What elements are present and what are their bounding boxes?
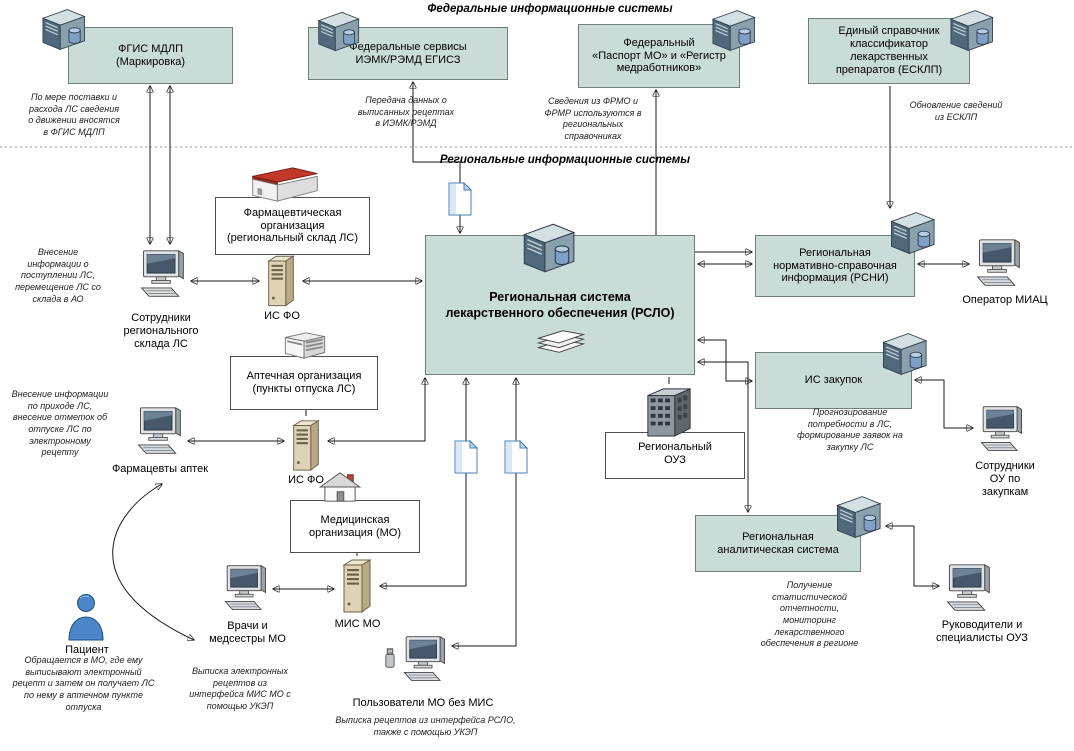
server-icon-rslo	[523, 223, 575, 273]
connector-rslo-analytics	[698, 362, 748, 512]
server-tower-icon-isfo1	[268, 255, 294, 307]
label-isfo2: ИС ФО	[288, 474, 324, 486]
server-icon-iemk	[318, 11, 360, 52]
box-regional-ouz	[605, 432, 745, 479]
server-icon-passport	[712, 9, 756, 52]
label-pharmacists: Фармацевты аптек	[111, 463, 209, 475]
box-med-org-label: Медицинская организация (МО)	[308, 513, 401, 539]
box-passport-mo: Федеральный «Паспорт МО» и «Регистр медр…	[578, 24, 740, 88]
computer-icon-leaders	[947, 564, 990, 611]
box-regional-ouz-label: Региональный ОУЗ	[638, 441, 712, 466]
label-miac: Оператор МИАЦ	[962, 294, 1048, 306]
connector-rslo-procurement	[698, 340, 752, 381]
server-icon-esklp	[950, 9, 994, 52]
computer-icon-pharmacists	[138, 407, 181, 454]
box-rsni: Региональная нормативно-справочная инфор…	[755, 235, 915, 297]
label-mismo: МИС МО	[334, 618, 381, 630]
connector-procurement-staff	[915, 380, 973, 428]
server-tower-icon-mismo	[343, 559, 371, 613]
box-fgis-mdlp: ФГИС МДЛП (Маркировка)	[68, 27, 233, 84]
server-tower-icon-isfo2	[293, 420, 319, 471]
usb-token-icon	[385, 648, 395, 668]
label-patient: Пациент	[65, 644, 109, 656]
annotation-warehouse: Внесение информации о поступлении ЛС, пе…	[15, 247, 101, 304]
label-doctors: Врачи и медсестры МО	[209, 620, 286, 645]
document-icon-prescription-2	[454, 440, 478, 474]
box-med-org: Медицинская организация (МО)	[290, 500, 420, 553]
connector-passport-rsni	[656, 90, 752, 252]
annotation-iemk: Передача данных о выписанных рецептах в …	[357, 95, 455, 129]
annotation-doctors: Выписка электронных рецептов из интерфей…	[189, 666, 291, 712]
government-building-icon-ouz	[647, 388, 691, 437]
label-mo-users: Пользователи МО без МИС	[352, 697, 494, 709]
connector-patient-flow	[112, 484, 194, 640]
server-icon-procurement	[882, 332, 927, 376]
box-pharm-org-label: Фармацевтическая организация (региональн…	[227, 206, 358, 245]
label-warehouse-staff: Сотрудники регионального склада ЛС	[123, 312, 199, 350]
computer-icon-warehouse-staff	[141, 250, 184, 297]
box-analytics: Региональная аналитическая система	[695, 515, 861, 572]
regional-section-title: Региональные информационные системы	[439, 154, 691, 166]
federal-section-title: Федеральные информационные системы	[427, 3, 673, 15]
server-icon-rsni	[890, 211, 935, 255]
box-procurement-is-label: ИС закупок	[804, 374, 863, 387]
box-esklp-label: Единый справочник классификатор лекарств…	[835, 25, 943, 76]
annotation-mdlp: По мере поставки и расхода ЛС сведения о…	[28, 92, 120, 138]
annotation-mo-users: Выписка рецептов из интерфейса РСЛО, так…	[335, 715, 516, 737]
box-pharm-org: Фармацевтическая организация (региональн…	[215, 197, 370, 255]
connector-analytics-leaders	[886, 526, 939, 586]
connector-mismo-rslo	[380, 378, 466, 586]
box-passport-mo-label: Федеральный «Паспорт МО» и «Регистр медр…	[592, 36, 726, 75]
box-fgis-mdlp-label: ФГИС МДЛП (Маркировка)	[115, 42, 186, 68]
label-leaders: Руководители и специалисты ОУЗ	[936, 619, 1028, 644]
paper-stack-icon-rslo	[538, 330, 584, 353]
computer-icon-doctors	[224, 565, 266, 610]
box-iemk-label: Федеральные сервисы ИЭМК/РЭМД ЕГИСЗ	[349, 40, 467, 66]
server-icon-analytics	[836, 495, 881, 539]
box-analytics-label: Региональная аналитическая система	[717, 530, 839, 556]
patient-person-icon	[68, 594, 104, 641]
box-apteka-org-label: Аптечная организация (пункты отпуска ЛС)	[246, 370, 362, 395]
warehouse-building-icon	[252, 167, 318, 202]
annotation-frmo: Сведения из ФРМО и ФРМР используются в р…	[544, 96, 642, 142]
computer-icon-procurement-staff	[980, 406, 1022, 451]
document-icon-prescription-3	[504, 440, 528, 474]
box-rsni-label: Региональная нормативно-справочная инфор…	[773, 246, 897, 285]
annotation-procurement: Прогнозирование потребности в ЛС, формир…	[797, 407, 903, 453]
connector-rslo-mo-users	[452, 378, 516, 646]
computer-icon-mo-users	[403, 636, 445, 681]
computer-icon-miac	[977, 239, 1020, 286]
document-icon-prescription-1	[448, 182, 472, 216]
annotation-patient: Обращается в МО, где ему выписывают элек…	[12, 655, 155, 712]
annotation-pharmacy: Внесение информации по приходе ЛС, внесе…	[11, 389, 109, 458]
pharmacy-building-icon	[284, 331, 326, 360]
label-procurement-staff: Сотрудники ОУ по закупкам	[975, 460, 1035, 498]
box-apteka-org: Аптечная организация (пункты отпуска ЛС)	[230, 356, 378, 410]
annotation-analytics: Получение статистической отчетности, мон…	[760, 580, 859, 649]
box-rslo-label: Региональная система лекарственного обес…	[445, 290, 675, 321]
annotation-esklp: Обновление сведений из ЕСКЛП	[909, 100, 1003, 122]
server-icon-mdlp	[42, 8, 86, 51]
box-esklp: Единый справочник классификатор лекарств…	[808, 18, 970, 84]
label-isfo1: ИС ФО	[264, 310, 300, 322]
